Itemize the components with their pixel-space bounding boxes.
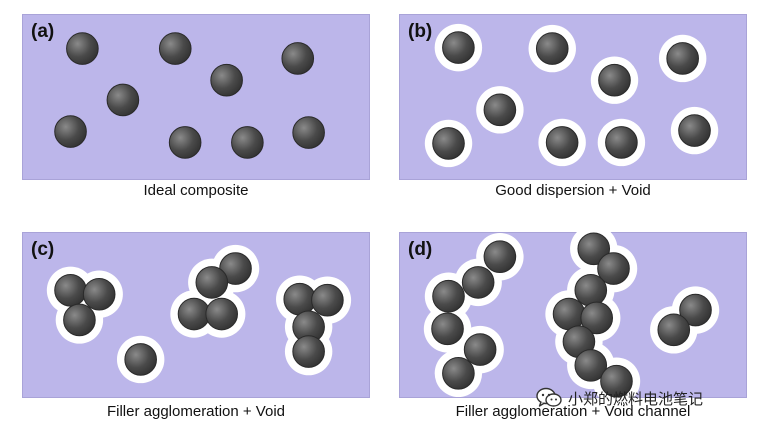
filler-particle xyxy=(432,279,465,313)
panel-a: (a) xyxy=(22,14,370,180)
filler-particle xyxy=(205,297,238,331)
filler-particle xyxy=(311,283,344,317)
filler-particle xyxy=(158,32,192,65)
panel-c: (c) xyxy=(22,232,370,398)
panel-c-particles xyxy=(46,244,352,384)
filler-particle xyxy=(605,126,638,159)
filler-particle xyxy=(545,126,579,159)
panel-b: (b) xyxy=(399,14,747,180)
filler-particle xyxy=(54,274,87,307)
filler-particle xyxy=(431,312,464,346)
filler-particle xyxy=(483,240,517,274)
panel-b-label: (b) xyxy=(408,21,433,42)
watermark-text: 小郑的燃料电池笔记 xyxy=(568,389,704,408)
filler-particle xyxy=(483,93,517,127)
filler-particle xyxy=(106,83,140,117)
panel-d-label: (d) xyxy=(408,239,433,260)
filler-particle xyxy=(461,266,495,299)
filler-particle xyxy=(292,335,325,368)
panel-d: (d) xyxy=(399,225,747,405)
filler-particle xyxy=(577,232,611,266)
filler-particle xyxy=(124,343,157,376)
filler-particle xyxy=(574,349,608,382)
filler-particle xyxy=(292,116,325,149)
filler-particle xyxy=(195,266,229,299)
filler-particle xyxy=(535,32,569,65)
filler-particle xyxy=(679,293,712,327)
filler-particle xyxy=(210,63,243,97)
filler-particle xyxy=(168,126,202,159)
filler-particle xyxy=(442,356,475,390)
panel-b-particles xyxy=(424,23,719,168)
panel-b-caption: Good dispersion + Void xyxy=(495,182,651,199)
filler-particle xyxy=(54,115,87,148)
filler-particle xyxy=(666,42,699,75)
filler-particle xyxy=(580,301,614,335)
filler-particle xyxy=(597,252,630,285)
filler-particle xyxy=(281,42,315,75)
filler-particle xyxy=(283,282,317,316)
filler-particle xyxy=(678,114,711,147)
filler-particle xyxy=(598,63,631,97)
filler-particle xyxy=(600,364,633,398)
filler-particle xyxy=(177,297,211,331)
filler-particle xyxy=(231,126,264,159)
panel-a-caption: Ideal composite xyxy=(143,182,249,199)
panel-d-caption: Filler agglomeration + Void channel xyxy=(455,403,691,420)
filler-particle xyxy=(82,277,116,311)
wechat-icon xyxy=(536,387,562,407)
filler-particle xyxy=(574,274,608,307)
panel-c-label: (c) xyxy=(31,239,55,260)
filler-particle xyxy=(432,127,465,160)
watermark: 小郑的燃料电池笔记 xyxy=(536,386,703,410)
panel-d-particles xyxy=(423,225,720,405)
panel-c-caption: Filler agglomeration + Void xyxy=(106,403,285,420)
panel-a-particles xyxy=(54,32,325,159)
filler-particle xyxy=(63,303,96,337)
filler-particle xyxy=(657,313,691,347)
filler-particle xyxy=(442,31,475,64)
filler-particle xyxy=(66,32,99,65)
filler-particle xyxy=(463,333,497,366)
panel-a-label: (a) xyxy=(31,21,55,42)
filler-particle xyxy=(552,297,586,331)
